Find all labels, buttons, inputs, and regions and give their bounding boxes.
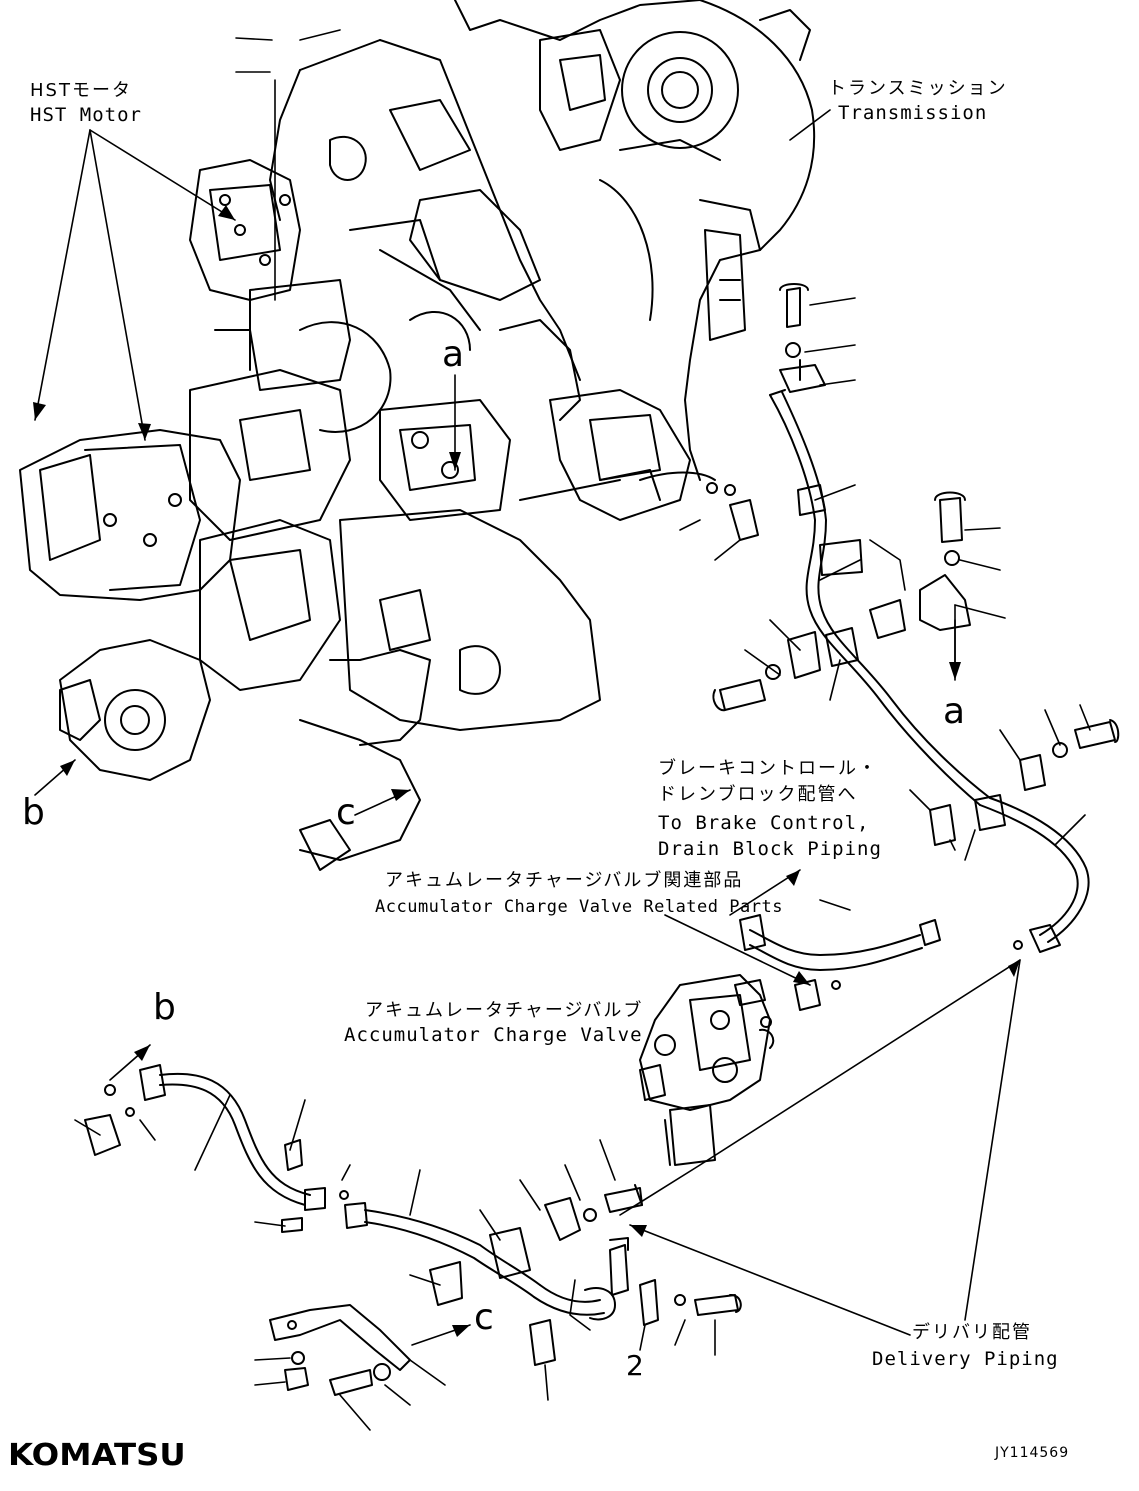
lower-hose-mid xyxy=(339,1190,629,1321)
marker-c-lower: c xyxy=(474,1297,495,1338)
transmission-label-ja: トランスミッション xyxy=(828,78,1008,99)
transmission-label-en: Transmission xyxy=(838,102,988,124)
hst-motor-label-en: HST Motor xyxy=(30,104,142,126)
lower-brackets xyxy=(269,1139,742,1396)
brake-label-en-1: To Brake Control, xyxy=(658,812,870,834)
hst-motor-label-ja: HSTモータ xyxy=(30,80,132,101)
marker-b-left: b xyxy=(22,792,46,833)
delivery-label-ja: デリバリ配管 xyxy=(912,1322,1032,1343)
acc-valve-label-ja: アキュムレータチャージバルブ xyxy=(365,1000,644,1021)
brake-hose xyxy=(739,914,941,1028)
lower-pipe-left xyxy=(84,1064,326,1211)
acc-related-label-en: Accumulator Charge Valve Related Parts xyxy=(375,897,783,917)
acc-valve-label-en: Accumulator Charge Valve xyxy=(344,1024,643,1046)
leader-lines xyxy=(34,29,1091,1431)
marker-a-upper: a xyxy=(442,334,466,375)
marker-b-lower: b xyxy=(153,987,177,1028)
acc-related-label-ja: アキュムレータチャージバルブ関連部品 xyxy=(385,870,744,891)
marker-c-mid: c xyxy=(336,792,357,833)
connectors-mid xyxy=(639,471,759,541)
delivery-label-en: Delivery Piping xyxy=(872,1348,1059,1370)
arrowheads xyxy=(33,205,1020,1337)
brake-label-ja-2: ドレンブロック配管へ xyxy=(658,784,858,805)
hst-motor-lower xyxy=(19,429,241,781)
center-housing xyxy=(269,39,581,433)
transmission-body xyxy=(454,0,816,481)
pump-and-valves xyxy=(189,369,691,871)
hose-clamp-top xyxy=(769,283,826,396)
hst-motor-upper xyxy=(189,159,351,391)
delivery-hose-upper xyxy=(769,391,1090,953)
drawing-code: JY114569 xyxy=(995,1445,1070,1461)
clamp-group-right xyxy=(712,491,1120,846)
komatsu-logo: KOMATSU xyxy=(8,1438,186,1473)
brake-label-en-2: Drain Block Piping xyxy=(658,838,882,860)
marker-2: 2 xyxy=(626,1349,645,1382)
brake-label-ja-1: ブレーキコントロール・ xyxy=(658,758,878,779)
accumulator-charge-valve xyxy=(639,974,775,1166)
marker-a-right: a xyxy=(943,691,967,732)
